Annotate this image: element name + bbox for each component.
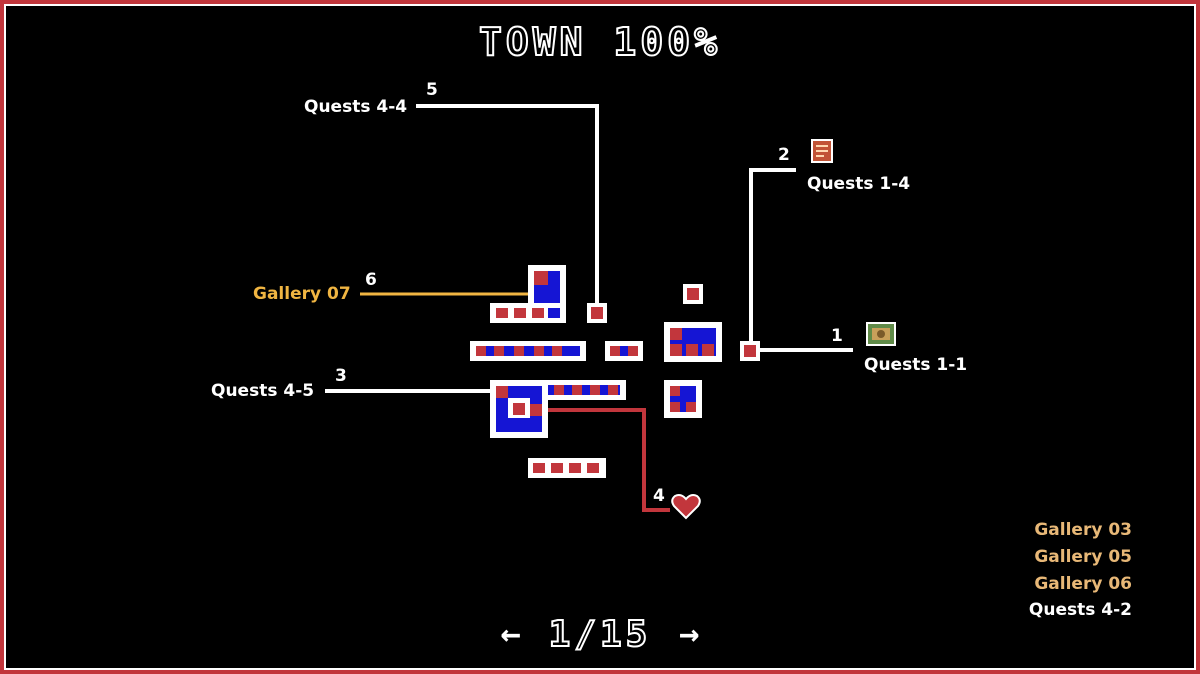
marker-label-quests-4-4[interactable]: Quests 4-4 bbox=[304, 97, 408, 117]
side-item-gallery-06[interactable]: Gallery 06 bbox=[1034, 574, 1132, 594]
note-icon bbox=[811, 139, 833, 163]
marker-label-quests-1-4[interactable]: Quests 1-4 bbox=[807, 174, 911, 194]
room-cluster-sw bbox=[490, 380, 626, 438]
marker-label-gallery-07[interactable]: Gallery 07 bbox=[253, 284, 351, 304]
room-cluster-nw bbox=[490, 265, 566, 323]
corridor-west bbox=[470, 341, 586, 361]
marker-number-4: 4 bbox=[653, 486, 665, 506]
marker-number-1: 1 bbox=[831, 326, 843, 346]
connector-line-4 bbox=[538, 408, 670, 512]
map-title: TOWN 100% bbox=[478, 19, 721, 65]
heart-icon bbox=[671, 494, 701, 520]
marker-number-3: 3 bbox=[335, 366, 347, 386]
marker-label-quests-4-5[interactable]: Quests 4-5 bbox=[211, 381, 315, 401]
marker-number-6: 6 bbox=[365, 270, 377, 290]
room-cluster-center bbox=[664, 322, 722, 362]
marker-number-5: 5 bbox=[426, 80, 438, 100]
next-page-arrow[interactable]: → bbox=[679, 614, 700, 654]
connector-line-5 bbox=[416, 104, 599, 312]
marker-label-quests-1-1[interactable]: Quests 1-1 bbox=[864, 355, 968, 375]
side-item-gallery-05[interactable]: Gallery 05 bbox=[1034, 547, 1132, 567]
connector-line-2 bbox=[749, 168, 796, 350]
prev-page-arrow[interactable]: ← bbox=[500, 614, 521, 654]
marker-number-2: 2 bbox=[778, 145, 790, 165]
room-cluster-se bbox=[664, 380, 702, 418]
page-indicator: 1/15 bbox=[548, 613, 652, 656]
side-item-quests-4-2[interactable]: Quests 4-2 bbox=[1028, 600, 1132, 620]
page-navigator: ← 1/15 → bbox=[0, 612, 1200, 656]
side-item-gallery-03[interactable]: Gallery 03 bbox=[1034, 520, 1132, 540]
scroll-icon bbox=[866, 322, 896, 346]
